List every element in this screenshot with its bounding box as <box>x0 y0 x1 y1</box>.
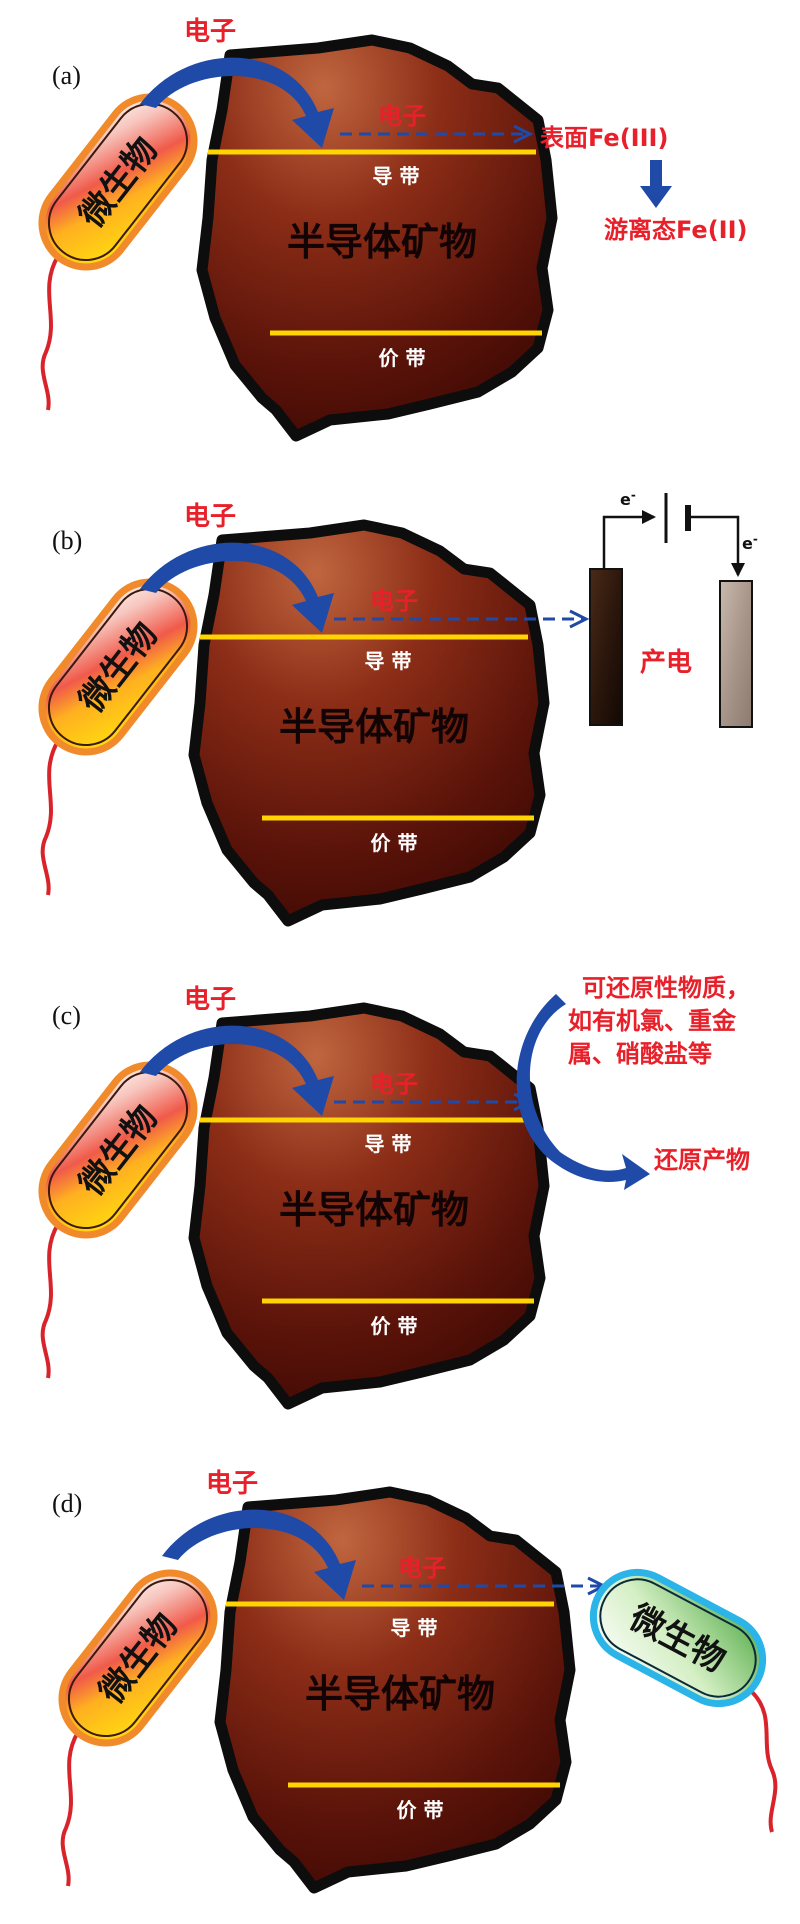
cathode-electrode <box>719 580 753 728</box>
microbe-tail <box>60 1730 80 1887</box>
mineral-label: 半导体矿物 <box>279 1188 469 1232</box>
mineral-label: 半导体矿物 <box>305 1672 495 1716</box>
mineral: 导 带 半导体矿物 价 带 <box>188 1002 550 1410</box>
mineral-label: 半导体矿物 <box>279 705 469 749</box>
cb-electron-label: 电子 <box>378 102 426 130</box>
panel-a: (a) 导 带 半导体矿物 价 带 微生物 电子 电子 表面Fe(III) 游离… <box>38 17 748 442</box>
electricity-label: 产电 <box>640 648 692 678</box>
recipient-microbe: 微生物 <box>589 1568 778 1833</box>
mineral-particle <box>196 34 558 442</box>
cb-electron-label: 电子 <box>370 1070 418 1098</box>
microbe-tail <box>40 1222 60 1379</box>
mineral-particle <box>188 519 550 927</box>
mineral: 导 带 半导体矿物 价 带 <box>196 34 558 442</box>
source-microbe: 微生物 <box>38 93 198 411</box>
anode-electrode <box>589 568 623 726</box>
electron-transfer-arrow <box>140 1025 334 1116</box>
conduction-band-label: 导 带 <box>391 1616 438 1640</box>
panel-c: (c) 导 带 半导体矿物 价 带 微生物 电子 电子 可还原性物质， 如有机氯… <box>38 974 750 1410</box>
cb-electron-label: 电子 <box>370 587 418 615</box>
reduction-product-label: 还原产物 <box>654 1146 750 1174</box>
conduction-band-label: 导 带 <box>373 164 420 188</box>
mineral: 导 带 半导体矿物 价 带 <box>188 519 550 927</box>
surface-fe3-label: 表面Fe(III) <box>540 124 668 152</box>
microbe-body <box>38 578 198 756</box>
electron-transfer-arrow <box>140 57 334 148</box>
mineral-particle <box>214 1486 576 1894</box>
microbe-body <box>58 1569 218 1747</box>
reduction-curve-arrow <box>516 994 650 1190</box>
conduction-band-label: 导 带 <box>365 649 412 673</box>
microbe-tail <box>40 739 60 896</box>
source-microbe: 微生物 <box>58 1569 218 1887</box>
valence-band-label: 价 带 <box>397 1798 444 1822</box>
microbe-tail <box>40 254 60 411</box>
electron-label: 电子 <box>184 17 236 47</box>
valence-band-label: 价 带 <box>371 831 418 855</box>
external-circuit-wire <box>690 515 745 577</box>
microbe-body <box>589 1568 767 1708</box>
valence-band-label: 价 带 <box>379 346 426 370</box>
panel-b: (b) 导 带 半导体矿物 价 带 微生物 电子 电子 e- e- <box>38 488 758 927</box>
reducible-substances-line3: 属、硝酸盐等 <box>568 1040 712 1068</box>
panel-label: (b) <box>52 526 82 555</box>
conduction-band-label: 导 带 <box>365 1132 412 1156</box>
electron-transfer-arrow <box>140 542 334 633</box>
source-microbe: 微生物 <box>38 578 198 896</box>
electron-label: 电子 <box>184 502 236 532</box>
valence-band-label: 价 带 <box>371 1314 418 1338</box>
microbe-body <box>38 1061 198 1239</box>
electron-transfer-arrow <box>162 1509 356 1600</box>
external-circuit-wire <box>602 510 656 569</box>
reduction-arrow <box>640 160 672 208</box>
electron-symbol-right: e- <box>742 532 758 553</box>
electron-label: 电子 <box>206 1469 258 1499</box>
mineral: 导 带 半导体矿物 价 带 <box>214 1486 576 1894</box>
free-fe2-label: 游离态Fe(II) <box>604 216 748 244</box>
source-microbe: 微生物 <box>38 1061 198 1379</box>
panel-label: (c) <box>52 1001 81 1030</box>
panel-label: (d) <box>52 1489 82 1518</box>
electron-label: 电子 <box>184 985 236 1015</box>
microbe-tail <box>750 1690 778 1833</box>
panel-label: (a) <box>52 61 81 90</box>
mineral-particle <box>188 1002 550 1410</box>
reducible-substances-line1: 可还原性物质， <box>582 974 750 1002</box>
electron-symbol-left: e- <box>620 488 636 509</box>
mineral-label: 半导体矿物 <box>287 220 477 264</box>
reducible-substances-line2: 如有机氯、重金 <box>568 1007 737 1035</box>
cb-electron-label: 电子 <box>398 1554 446 1582</box>
panel-d: (d) 导 带 半导体矿物 价 带 微生物 电子 电子 <box>52 1469 778 1894</box>
